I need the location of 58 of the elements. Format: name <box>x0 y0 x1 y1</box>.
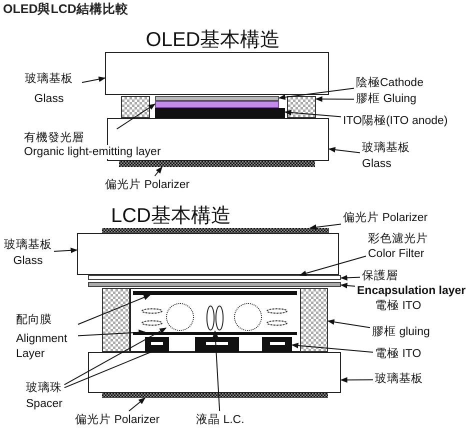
leader-line <box>78 330 146 336</box>
glue-frame <box>300 288 328 352</box>
polarizer-film <box>102 393 328 398</box>
encapsulation-layer <box>88 282 341 287</box>
callout-label: 有機發光層 <box>24 131 84 145</box>
spacer-bead <box>166 303 194 331</box>
cathode-layer <box>155 96 279 101</box>
leader-line <box>291 342 374 353</box>
leader-line <box>64 352 152 388</box>
leader-line <box>54 248 78 254</box>
glue-frame <box>102 288 130 352</box>
leader-line <box>327 319 370 328</box>
leader-line <box>328 146 360 154</box>
leader-line <box>309 224 342 230</box>
leader-line <box>64 328 167 386</box>
protective-layer <box>88 275 341 280</box>
glue-frame <box>287 96 316 118</box>
callout-label: 膠框 Gluing <box>356 92 416 107</box>
glass-plate <box>105 52 329 95</box>
glass-plate <box>77 233 339 275</box>
leader-line <box>340 377 374 383</box>
spacer-bead <box>234 303 262 331</box>
liquid-crystal-molecules <box>206 305 224 331</box>
diagram-title: OLED與LCD結構比較 <box>3 1 128 18</box>
callout-label: 配向膜 <box>16 313 52 328</box>
leader-line <box>128 398 146 412</box>
polarizer-film <box>119 161 315 167</box>
callout-label: 膠框 gluing <box>372 325 430 340</box>
callout-label: 電極 ITO <box>375 298 422 313</box>
leader-line <box>299 256 366 276</box>
leader-line <box>278 88 354 100</box>
leader-line <box>284 110 342 118</box>
callout-label: 彩色濾光片 <box>368 232 428 247</box>
callout-label: ITO陽極(ITO anode) <box>343 114 448 129</box>
alignment-layer <box>133 291 297 295</box>
leader-line <box>78 294 151 325</box>
glue-frame <box>121 96 150 118</box>
leader-line <box>116 104 156 130</box>
leader-line <box>154 166 162 176</box>
electrode <box>145 337 169 352</box>
leader-line <box>82 76 106 83</box>
section-heading: OLED基本構造 <box>146 28 280 53</box>
section-heading: LCD基本構造 <box>110 204 231 229</box>
callout-label: Spacer <box>26 396 62 412</box>
organic-layer <box>155 101 279 108</box>
glass-plate <box>88 352 341 393</box>
callout-label: Organic light-emitting layer <box>24 145 161 159</box>
leader-line <box>340 282 356 288</box>
electrode <box>195 337 239 352</box>
leader-line <box>315 96 354 102</box>
leader-line <box>340 274 360 281</box>
electrode <box>262 337 292 352</box>
callout-label: Encapsulation layer <box>357 284 466 298</box>
leader-line <box>212 330 220 412</box>
anode-layer <box>155 108 285 118</box>
alignment-layer <box>133 332 297 335</box>
polarizer-film <box>102 228 329 233</box>
callout-label: 陰極Cathode <box>356 76 424 91</box>
